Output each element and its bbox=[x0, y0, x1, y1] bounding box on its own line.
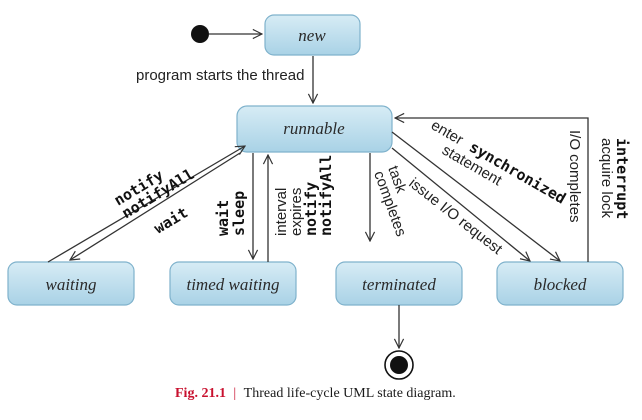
state-new-label: new bbox=[298, 26, 326, 45]
state-timed-waiting-label: timed waiting bbox=[186, 275, 279, 294]
label-interval-group: interval expires notify notifyAll bbox=[273, 155, 335, 236]
state-runnable-label: runnable bbox=[283, 119, 345, 138]
label-acquire-group: acquire lock interrupt bbox=[598, 138, 631, 219]
label-notifyall-2: notifyAll bbox=[317, 155, 335, 236]
arrow-runnable-blocked-sync bbox=[391, 131, 560, 261]
state-terminated-label: terminated bbox=[362, 275, 436, 294]
label-notify-2: notify bbox=[302, 182, 320, 236]
label-interval: interval bbox=[273, 188, 290, 236]
caption-fig-number: Fig. 21.1 bbox=[175, 386, 226, 401]
state-terminated: terminated bbox=[335, 261, 463, 306]
caption-text: Thread life-cycle UML state diagram. bbox=[244, 386, 456, 401]
label-sleep: sleep bbox=[230, 191, 248, 236]
initial-node bbox=[191, 25, 209, 43]
label-interrupt: interrupt bbox=[613, 138, 631, 219]
arrow-runnable-blocked-io bbox=[391, 147, 530, 261]
label-issue-io: issue I/O request bbox=[406, 175, 506, 259]
arrow-waiting-runnable bbox=[47, 146, 245, 263]
label-wait-sleep-group: wait sleep bbox=[214, 191, 248, 236]
arrow-blocked-runnable bbox=[395, 118, 589, 262]
caption-divider: | bbox=[233, 386, 236, 401]
state-waiting-label: waiting bbox=[45, 275, 96, 294]
state-timed-waiting: timed waiting bbox=[169, 261, 297, 306]
state-blocked-label: blocked bbox=[534, 275, 587, 294]
state-new: new bbox=[264, 14, 361, 56]
label-expires: expires bbox=[288, 188, 305, 236]
label-wait-2: wait bbox=[214, 200, 232, 236]
label-wait-1: wait bbox=[151, 203, 191, 237]
final-node bbox=[384, 350, 414, 380]
label-program-starts: program starts the thread bbox=[136, 67, 304, 84]
state-blocked: blocked bbox=[496, 261, 624, 306]
label-acquire-lock: acquire lock bbox=[598, 138, 615, 219]
state-waiting: waiting bbox=[7, 261, 135, 306]
state-runnable: runnable bbox=[236, 105, 393, 153]
label-io-completes-group: I/O completes bbox=[566, 130, 583, 223]
caption: Fig. 21.1 | Thread life-cycle UML state … bbox=[175, 384, 456, 401]
arrow-runnable-waiting bbox=[70, 152, 241, 260]
label-io-completes: I/O completes bbox=[566, 130, 583, 223]
